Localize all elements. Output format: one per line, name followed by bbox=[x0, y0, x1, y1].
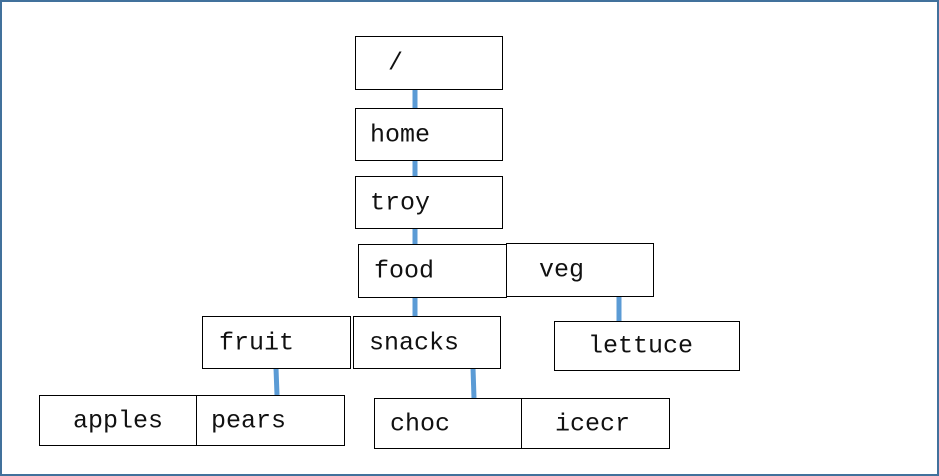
tree-node-label: veg bbox=[539, 255, 585, 285]
tree-node-label: lettuce bbox=[588, 331, 694, 361]
tree-node-label: pears bbox=[211, 406, 287, 435]
tree-node-home: home bbox=[355, 108, 503, 161]
tree-node-choc: choc bbox=[374, 398, 523, 449]
tree-node-fruit: fruit bbox=[202, 316, 351, 369]
tree-node-food: food bbox=[358, 244, 507, 298]
tree-node-label: home bbox=[370, 120, 431, 149]
connector-snacks-choc bbox=[470, 367, 477, 399]
tree-node-label: fruit bbox=[219, 328, 295, 357]
tree-node-icecr: icecr bbox=[521, 398, 670, 449]
tree-node-pears: pears bbox=[196, 395, 345, 446]
tree-node-label: choc bbox=[390, 409, 451, 438]
tree-node-apples: apples bbox=[39, 395, 198, 446]
tree-node-label: icecr bbox=[555, 409, 631, 438]
tree-node-label: food bbox=[374, 256, 435, 286]
tree-node-label: / bbox=[388, 48, 404, 78]
tree-node-snacks: snacks bbox=[353, 316, 501, 369]
connector-fruit-pears bbox=[273, 367, 280, 396]
tree-node-label: troy bbox=[370, 188, 431, 217]
tree-node-troy: troy bbox=[355, 176, 503, 229]
tree-node-lettuce: lettuce bbox=[554, 321, 740, 371]
tree-node-veg: veg bbox=[506, 243, 654, 297]
tree-node-label: apples bbox=[73, 406, 164, 435]
tree-node-label: snacks bbox=[369, 328, 460, 357]
tree-node-root: / bbox=[355, 36, 503, 90]
